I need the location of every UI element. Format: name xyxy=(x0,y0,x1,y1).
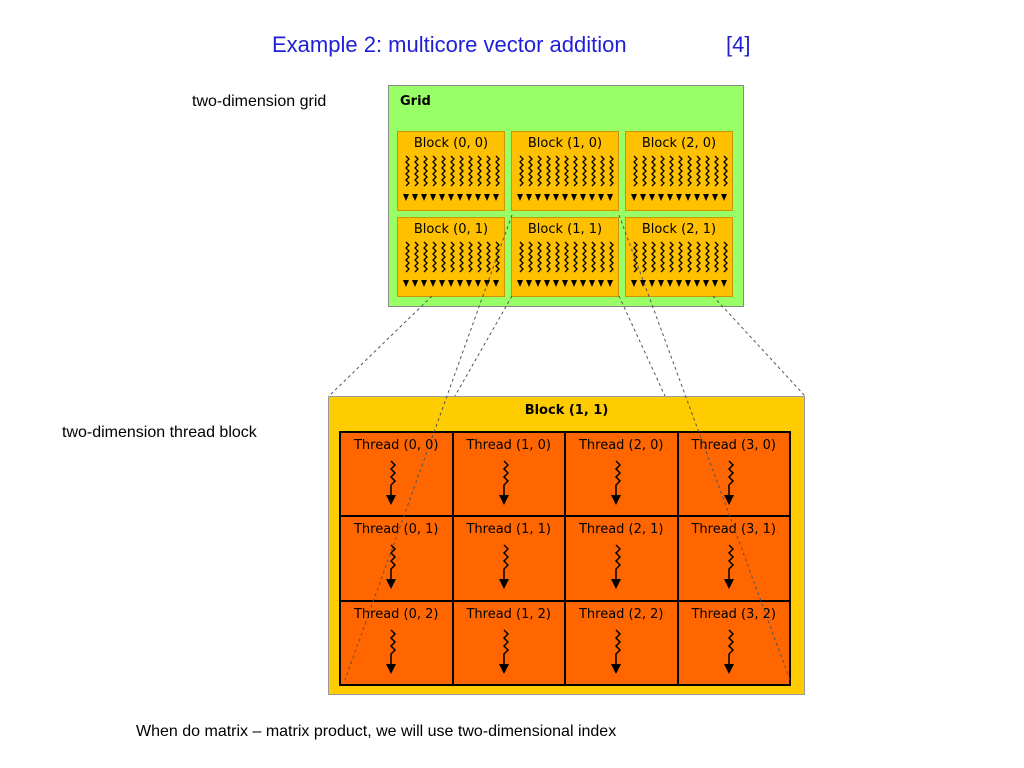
thread-cell: Thread (3, 0) xyxy=(678,433,789,516)
title-text: Example 2: multicore vector addition xyxy=(272,32,627,57)
thread-cell: Thread (0, 0) xyxy=(341,433,452,516)
thread-label: Thread (3, 1) xyxy=(691,522,777,538)
block-label: Block (1, 1) xyxy=(527,222,603,237)
block-label: Block (1, 0) xyxy=(527,136,603,151)
grid-block: Block (2, 0) xyxy=(625,131,733,211)
thread-arrow-icon xyxy=(498,544,509,590)
block-label: Block (2, 1) xyxy=(641,222,717,237)
thread-cell: Thread (1, 0) xyxy=(453,433,564,516)
block-label: Block (0, 1) xyxy=(413,222,489,237)
grid-label: two-dimension grid xyxy=(192,93,327,110)
thread-block-title: Block (1, 1) xyxy=(524,403,609,418)
thread-label: Thread (2, 0) xyxy=(578,438,664,453)
grid-block: Block (2, 1) xyxy=(625,217,733,297)
thread-arrow-icon xyxy=(611,544,622,590)
thread-block-label: two-dimension thread block xyxy=(62,424,257,441)
block-label: Block (2, 0) xyxy=(641,136,717,151)
thread-label: Thread (2, 1) xyxy=(578,522,664,538)
thread-label: Thread (0, 2) xyxy=(353,606,439,622)
title-reference: [4] xyxy=(726,32,751,57)
thread-label: Thread (0, 0) xyxy=(353,438,439,453)
thread-label: Thread (3, 0) xyxy=(691,438,777,453)
thread-grid: Thread (0, 0) Thread (1, 0) Thread (2, 0) T… xyxy=(339,431,791,686)
thread-cell: Thread (2, 2) xyxy=(566,601,677,684)
thread-label: Thread (0, 1) xyxy=(353,522,439,538)
thread-label: Thread (2, 2) xyxy=(578,606,664,622)
threads-icon xyxy=(631,241,728,287)
connector-line xyxy=(618,295,666,397)
grid-title: Grid xyxy=(400,94,431,109)
thread-cell: Thread (2, 0) xyxy=(566,433,677,516)
grid-block: Block (0, 0) xyxy=(397,131,505,211)
threads-icon xyxy=(631,155,728,201)
grid-block: Block (1, 0) xyxy=(511,131,619,211)
thread-cell: Thread (3, 2) xyxy=(678,601,789,684)
thread-cell: Thread (0, 1) xyxy=(341,517,452,600)
thread-label: Thread (3, 2) xyxy=(691,606,777,622)
thread-arrow-icon xyxy=(723,544,734,590)
thread-cell: Thread (0, 2) xyxy=(341,601,452,684)
thread-arrow-icon xyxy=(386,629,397,674)
thread-cell: Thread (1, 1) xyxy=(453,517,564,600)
thread-arrow-icon xyxy=(386,544,397,590)
thread-arrow-icon xyxy=(611,460,622,505)
caption: When do matrix – matrix product, we will… xyxy=(136,723,617,740)
threads-icon xyxy=(403,241,500,287)
block-label: Block (0, 0) xyxy=(413,136,489,151)
grid-block: Block (0, 1) xyxy=(397,217,505,297)
thread-cell: Thread (2, 1) xyxy=(566,517,677,600)
thread-label: Thread (1, 2) xyxy=(466,606,552,622)
thread-label: Thread (1, 0) xyxy=(466,438,552,453)
connector-line xyxy=(712,295,806,397)
thread-arrow-icon xyxy=(498,629,509,674)
thread-label: Thread (1, 1) xyxy=(466,522,552,538)
thread-arrow-icon xyxy=(723,629,734,674)
thread-arrow-icon xyxy=(386,460,397,505)
thread-arrow-icon xyxy=(498,460,509,505)
thread-cell: Thread (1, 2) xyxy=(453,601,564,684)
threads-icon xyxy=(403,155,500,201)
grid-block: Block (1, 1) xyxy=(511,217,619,297)
thread-arrow-icon xyxy=(723,460,734,505)
thread-arrow-icon xyxy=(611,629,622,674)
threads-icon xyxy=(517,155,614,201)
connector-line xyxy=(454,295,513,397)
connector-line xyxy=(328,295,433,397)
threads-icon xyxy=(517,241,614,287)
thread-cell: Thread (3, 1) xyxy=(678,517,789,600)
